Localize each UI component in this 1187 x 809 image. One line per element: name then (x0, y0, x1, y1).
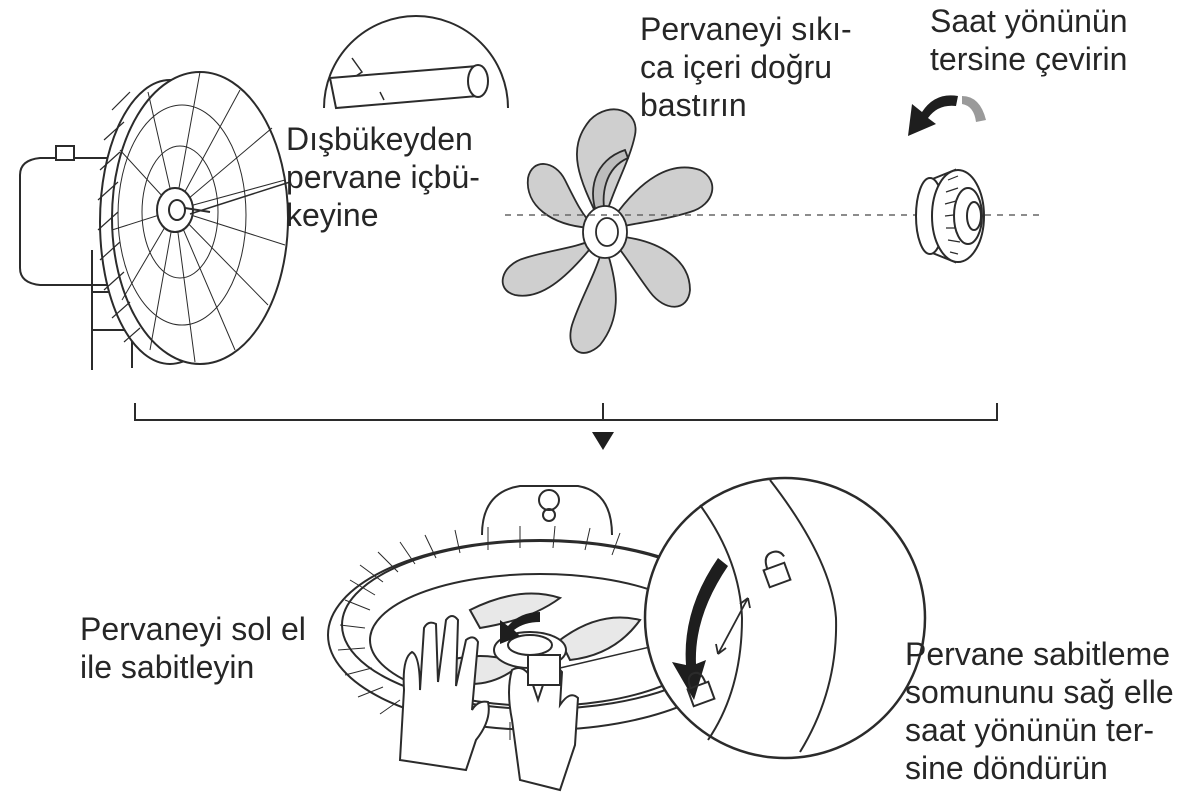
down-arrow-icon (592, 432, 614, 450)
rotate-arrow-icon (908, 95, 986, 136)
lock-icon (686, 671, 716, 708)
hub-rotate-arrow-icon (500, 612, 540, 644)
shaft-detail-zoom (323, 15, 509, 110)
label-turn-nut-right-hand: Pervane sabitleme somununu sağ elle saat… (905, 636, 1174, 786)
unlock-icon (762, 550, 792, 589)
label-hold-left-hand: Pervaneyi sol el ile sabitleyin (80, 611, 306, 685)
label-counter-clockwise: Saat yönünün tersine çevirin (930, 3, 1128, 77)
assembly-bracket (134, 403, 998, 421)
double-arrow-icon (715, 597, 751, 655)
label-convex-to-concave: Dışbükeyden pervane içbü- keyine (286, 121, 480, 233)
fan-blade (501, 108, 714, 354)
fan-motor-with-rear-guard (19, 71, 291, 370)
left-hand (398, 615, 490, 772)
fixing-nut (915, 168, 985, 264)
nut-detail-zoom (643, 476, 927, 760)
right-hand (508, 654, 580, 792)
label-press-fan: Pervaneyi sıkı- ca içeri doğru bastırın (640, 11, 852, 123)
